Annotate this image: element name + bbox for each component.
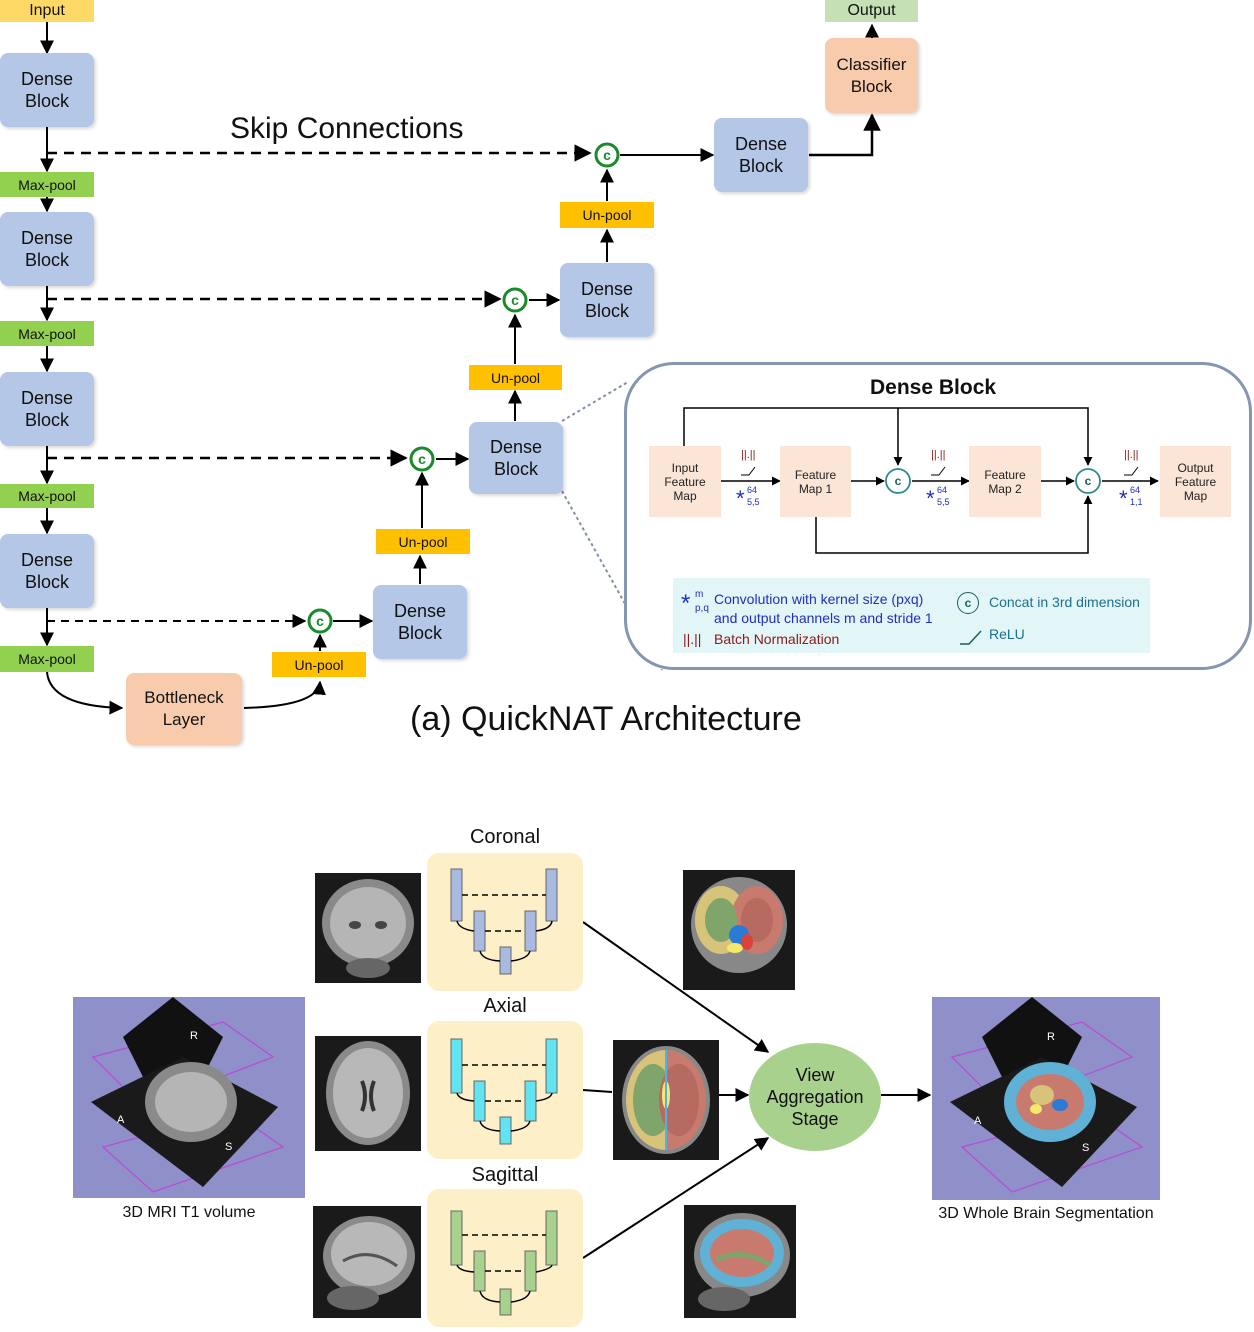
legend-bn-text: Batch Normalization xyxy=(714,631,840,647)
classifier-block: Classifier Block xyxy=(825,38,918,113)
cube-label-r: R xyxy=(190,1030,198,1042)
concat-symbol: c xyxy=(603,147,611,163)
dense-block-title: Dense Block xyxy=(870,376,997,399)
view-label-sagittal: Sagittal xyxy=(471,1164,539,1186)
output-tag: Output xyxy=(825,0,918,22)
bn-mark-1: ||.|| xyxy=(741,449,756,461)
input-volume-caption: 3D MRI T1 volume xyxy=(122,1204,256,1221)
cube-label-a: A xyxy=(117,1114,125,1126)
feature-map-1: Feature Map 1 xyxy=(780,446,851,517)
unpool-2: Un-pool xyxy=(376,529,470,554)
maxpool-2: Max-pool xyxy=(0,321,94,346)
legend-relu-icon xyxy=(960,630,982,645)
dense-block-legend xyxy=(673,578,1150,653)
mri-slice-sagittal xyxy=(313,1206,421,1318)
architecture-caption: (a) QuickNAT Architecture xyxy=(410,700,802,738)
encoder-dense-block-1: Dense Block xyxy=(0,53,94,127)
output-feature-map: Output Feature Map xyxy=(1160,446,1231,517)
concat-symbol: c xyxy=(316,613,324,629)
cube-label-r: R xyxy=(1047,1031,1055,1043)
mri-slice-coronal xyxy=(315,873,421,983)
maxpool-4: Max-pool xyxy=(0,646,94,672)
segmentation-coronal xyxy=(683,870,795,990)
mri-slice-axial xyxy=(315,1036,421,1151)
view-aggregation-stage: View Aggregation Stage xyxy=(749,1043,881,1151)
unet-axial xyxy=(427,1021,583,1159)
legend-conv-text: Convolution with kernel size (pxq) and o… xyxy=(714,591,933,626)
input-feature-map: Input Feature Map xyxy=(649,446,721,517)
pipeline-connectors xyxy=(582,921,932,1259)
skip-connections-label: Skip Connections xyxy=(230,112,464,145)
unet-sagittal-diagram xyxy=(450,1210,558,1316)
view-label-coronal: Coronal xyxy=(469,826,541,848)
legend-relu-text: ReLU xyxy=(989,626,1025,642)
bn-mark-3: ||.|| xyxy=(1124,449,1139,461)
cube-label-s: S xyxy=(225,1141,233,1153)
segmentation-sagittal xyxy=(684,1205,796,1318)
bn-mark-2: ||.|| xyxy=(931,449,946,461)
maxpool-3: Max-pool xyxy=(0,484,94,508)
legend-bn-symbol: ||.|| xyxy=(683,631,702,647)
decoder-dense-block-2: Dense Block xyxy=(469,422,563,494)
decoder-dense-block-1: Dense Block xyxy=(373,585,467,659)
dense-block-detail-connectors: c c xyxy=(683,407,1159,554)
legend-concat-icon: c xyxy=(957,592,979,614)
maxpool-1: Max-pool xyxy=(0,172,94,197)
legend-concat-text: Concat in 3rd dimension xyxy=(989,594,1140,610)
mri-3d-volume xyxy=(73,997,305,1198)
encoder-dense-block-4: Dense Block xyxy=(0,534,94,608)
output-volume-caption: 3D Whole Brain Segmentation xyxy=(938,1205,1154,1222)
concat-circles xyxy=(307,142,620,634)
encoder-dense-block-2: Dense Block xyxy=(0,212,94,286)
unpool-4: Un-pool xyxy=(560,202,654,228)
unet-axial-diagram xyxy=(450,1038,558,1145)
input-tag: Input xyxy=(0,0,94,22)
concat-symbol: c xyxy=(895,474,902,488)
cube-label-a: A xyxy=(974,1115,982,1127)
concat-symbol: c xyxy=(418,451,426,467)
cube-label-s: S xyxy=(1082,1142,1090,1154)
decoder-dense-block-4: Dense Block xyxy=(714,118,808,192)
unpool-1: Un-pool xyxy=(272,652,366,677)
segmentation-axial xyxy=(613,1040,719,1160)
segmentation-3d-volume xyxy=(932,997,1160,1200)
view-label-axial: Axial xyxy=(483,995,527,1017)
unet-coronal xyxy=(427,853,583,991)
architecture-connectors: c c c c xyxy=(40,22,881,715)
unet-coronal-diagram xyxy=(450,868,558,975)
unet-sagittal xyxy=(427,1189,583,1327)
unpool-3: Un-pool xyxy=(469,365,562,390)
feature-map-2: Feature Map 2 xyxy=(969,446,1041,517)
decoder-dense-block-3: Dense Block xyxy=(560,263,654,337)
concat-symbol: c xyxy=(511,292,519,308)
encoder-dense-block-3: Dense Block xyxy=(0,372,94,446)
bottleneck-layer: Bottleneck Layer xyxy=(126,673,242,745)
concat-symbol: c xyxy=(1085,474,1092,488)
